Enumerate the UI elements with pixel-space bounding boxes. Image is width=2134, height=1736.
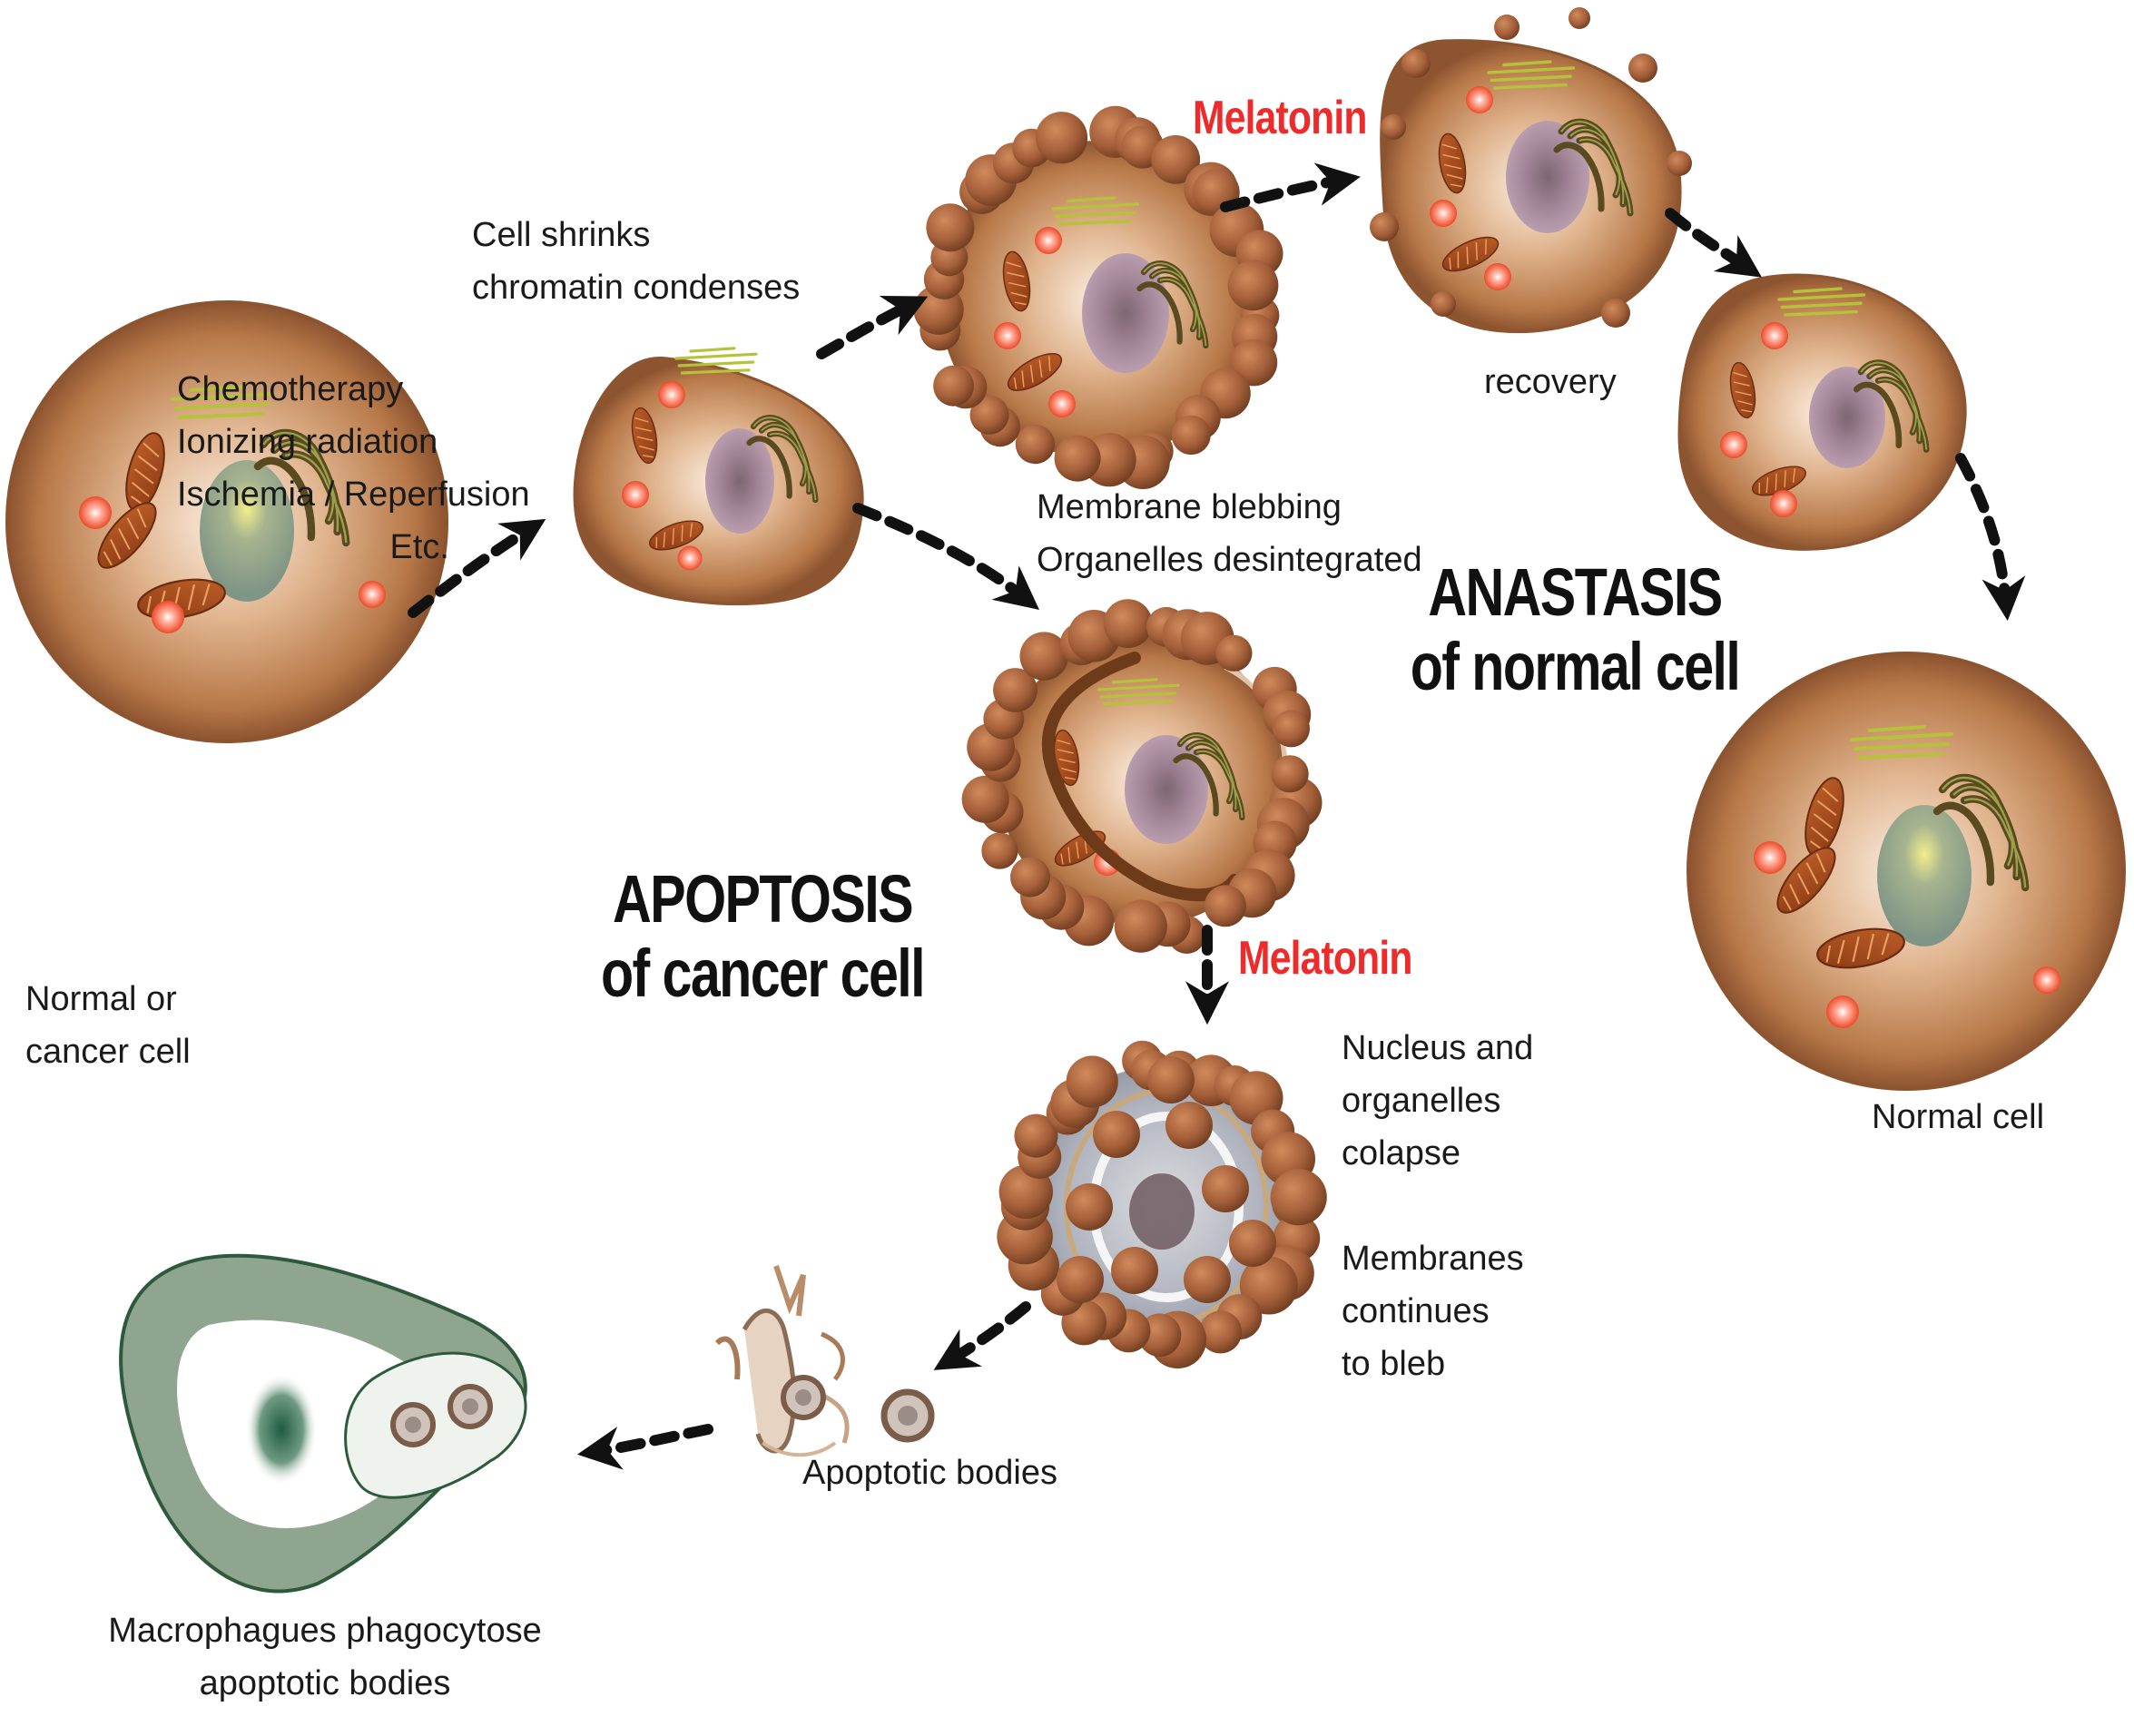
- bleb: [1114, 899, 1167, 953]
- bleb: [1199, 1310, 1242, 1354]
- bleb: [1227, 260, 1279, 311]
- bleb: [1381, 114, 1406, 140]
- bleb: [993, 668, 1037, 712]
- arrow-to-macrophage: [576, 1424, 713, 1470]
- collapsing-cell: [997, 1040, 1327, 1369]
- bleb: [1015, 424, 1056, 465]
- bleb: [1010, 857, 1050, 897]
- bleb: [1103, 599, 1153, 648]
- label-normal-cell: Normal cell: [1872, 1098, 2045, 1136]
- bleb: [1035, 112, 1088, 164]
- recovering-cell: [1370, 7, 1692, 334]
- bleb: [1066, 1055, 1118, 1108]
- bleb: [1494, 15, 1519, 40]
- bleb: [1054, 435, 1101, 482]
- normal-or-cancer-cell: [5, 300, 448, 743]
- bleb: [1184, 1256, 1231, 1303]
- arrow-to-normal-cell: [1955, 453, 2026, 622]
- label-nucleus-collapse: Nucleus and organelles colapse: [1342, 1029, 1534, 1172]
- bleb: [1601, 299, 1630, 328]
- bleb: [1569, 7, 1590, 29]
- arrow-to-apoptotic-bodies: [933, 1301, 1031, 1370]
- bleb: [1151, 135, 1201, 184]
- bleb: [981, 832, 1018, 869]
- bleb: [933, 365, 974, 407]
- bleb: [1431, 291, 1456, 317]
- bleb: [1273, 710, 1310, 748]
- bleb: [1628, 54, 1657, 83]
- bleb: [1171, 415, 1211, 456]
- bleb: [1147, 1056, 1195, 1103]
- apoptotic-bodies-cluster: [714, 1265, 935, 1457]
- bleb: [1093, 1111, 1140, 1158]
- blebbing-cell[interactable]: [913, 105, 1283, 489]
- arrow-to-shrunk-cell: [408, 518, 546, 618]
- bleb: [1165, 1102, 1213, 1149]
- flow-arrows: [408, 162, 2026, 1470]
- bleb: [1401, 49, 1431, 78]
- normal-cell: [1687, 652, 2126, 1091]
- title-apoptosis: APOPTOSIS of cancer cell: [600, 861, 926, 1011]
- melatonin-label-middle: Melatonin: [1238, 932, 1412, 985]
- bleb: [1271, 755, 1309, 793]
- bleb: [1230, 338, 1278, 387]
- bleb: [1204, 885, 1246, 927]
- bleb: [1667, 151, 1692, 176]
- bleb: [1111, 1247, 1158, 1294]
- apoptotic-cell: [961, 599, 1323, 954]
- bleb: [1066, 1183, 1113, 1231]
- recovered-cell: [1677, 273, 1967, 551]
- bleb: [1215, 634, 1253, 672]
- title-anastasis: ANASTASIS of normal cell: [1410, 554, 1741, 704]
- label-recovery: recovery: [1484, 363, 1617, 401]
- bleb: [961, 775, 1009, 823]
- melatonin-label-top: Melatonin: [1193, 92, 1367, 144]
- bleb: [1202, 1165, 1249, 1212]
- bleb: [926, 203, 975, 252]
- arrow-to-recovered-cell: [1665, 208, 1762, 278]
- label-normal-or-cancer-cell: Normal or cancer cell: [25, 980, 191, 1071]
- bleb: [1229, 1220, 1276, 1267]
- bleb: [1057, 1256, 1104, 1303]
- bleb: [1014, 1113, 1058, 1158]
- arrow-to-apoptotic-cell: [852, 503, 1039, 610]
- bleb: [969, 395, 1009, 435]
- arrow-to-blebbing-cell: [816, 295, 929, 359]
- arrow-to-recovering-cell: [1220, 162, 1361, 212]
- label-cell-shrinks: Cell shrinks chromatin condenses: [472, 216, 801, 307]
- label-macrophages: Macrophagues phagocytose apoptotic bodie…: [108, 1612, 542, 1702]
- label-membranes-bleb: Membranes continues to bleb: [1342, 1240, 1524, 1383]
- bleb: [1270, 1169, 1327, 1226]
- macrophage: [119, 1253, 527, 1594]
- shrunk-cell: [573, 347, 864, 606]
- label-membrane-blebbing: Membrane blebbing Organelles desintegrat…: [1037, 488, 1422, 579]
- label-triggers: Chemotherapy Ionizing radiation Ischemia…: [177, 370, 530, 566]
- label-apoptotic-bodies: Apoptotic bodies: [802, 1454, 1057, 1492]
- bleb: [1019, 632, 1068, 681]
- bleb: [1370, 212, 1399, 241]
